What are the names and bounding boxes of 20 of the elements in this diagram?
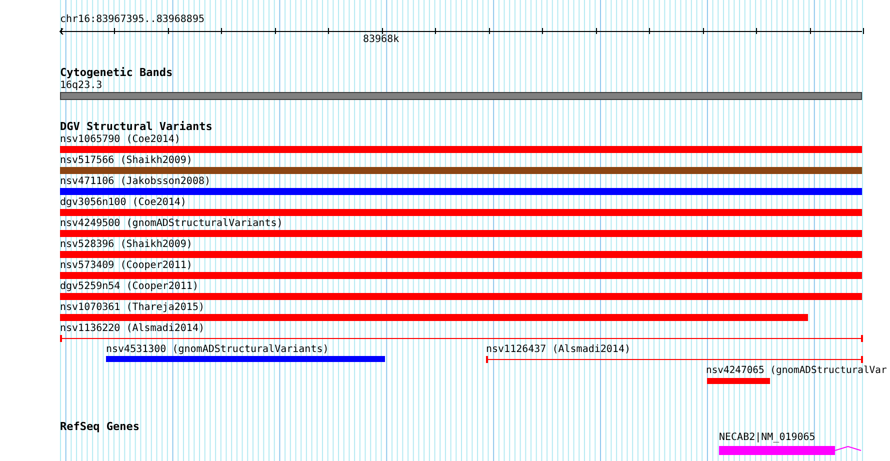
feature-label: dgv5259n54 (Cooper2011) [60,281,198,293]
feature-label: nsv4247065 (gnomADStructuralVar [706,365,887,377]
feature-label: nsv1065790 (Coe2014) [60,134,180,146]
track-title: DGV Structural Variants [60,121,212,133]
feature-label: NECAB2|NM_019065 [719,432,816,444]
feature-label: nsv573409 (Cooper2011) [60,260,192,272]
feature-label: nsv1136220 (Alsmadi2014) [60,323,204,335]
feature-label: nsv4531300 (gnomADStructuralVariants) [106,344,329,356]
feature-label: dgv3056n100 (Coe2014) [60,197,186,209]
feature-label: nsv1126437 (Alsmadi2014) [486,344,630,356]
feature-label: nsv517566 (Shaikh2009) [60,155,192,167]
track-title: Cytogenetic Bands [60,67,173,79]
feature-label: nsv1070361 (Thareja2015) [60,302,204,314]
feature-label: nsv528396 (Shaikh2009) [60,239,192,251]
feature-label: nsv471106 (Jakobsson2008) [60,176,211,188]
feature-label: 16q23.3 [60,80,102,92]
coordinate-label: chr16:83967395..83968895 [60,14,204,26]
feature-label: nsv4249500 (gnomADStructuralVariants) [60,218,283,230]
tick-label: 83968k [363,34,400,46]
track-title: RefSeq Genes [60,421,140,433]
